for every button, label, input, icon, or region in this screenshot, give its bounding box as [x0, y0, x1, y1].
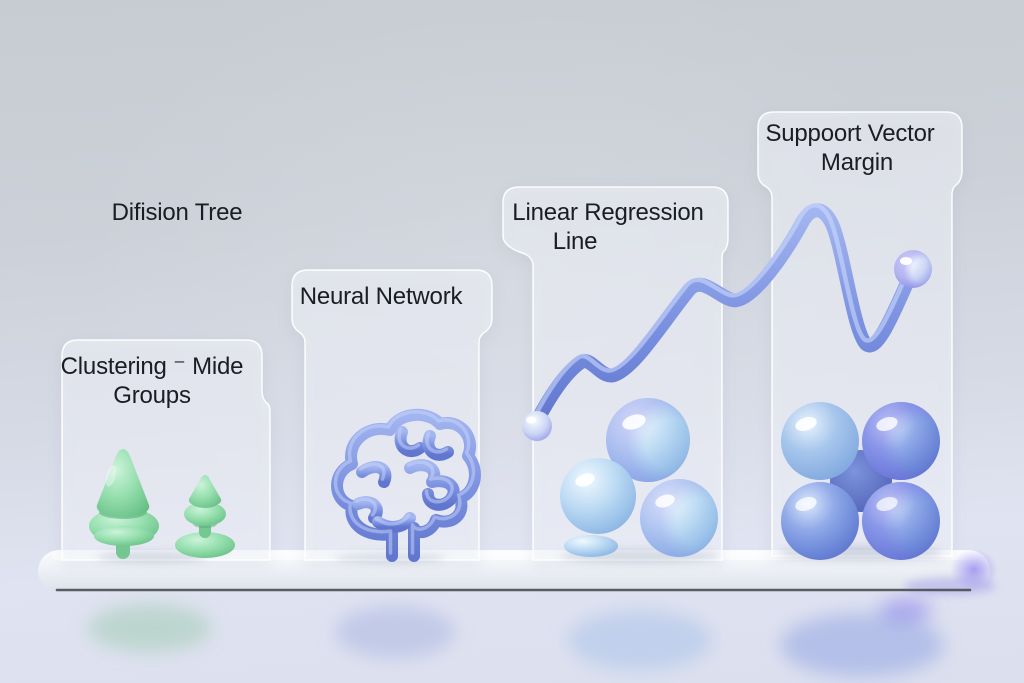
label-support-vector: Suppoort Vector Margin	[730, 119, 970, 177]
label-linear-regression-line2: Line	[552, 228, 598, 255]
label-clustering: Clustering ⁻ Mide Groups	[32, 352, 272, 410]
scatter-spheres-light	[560, 398, 718, 557]
label-clustering-line1: Clustering ⁻ Mide	[60, 353, 244, 380]
line-start-point	[522, 411, 552, 441]
label-neural-network-text: Neural Network	[299, 283, 463, 310]
label-support-vector-line2: Margin	[820, 149, 894, 176]
platform-slab	[38, 550, 990, 592]
label-linear-regression: Linear Regression Line	[488, 198, 728, 256]
label-neural-network: Neural Network	[261, 282, 501, 311]
sphere-cluster-icon	[781, 402, 940, 560]
label-difision-tree: Difision Tree	[57, 198, 297, 227]
pine-trees-icon	[89, 449, 235, 559]
floor-reflections	[88, 598, 944, 677]
label-difision-tree-text: Difision Tree	[111, 199, 243, 226]
label-support-vector-line1: Suppoort Vector	[765, 120, 935, 147]
label-linear-regression-line1: Linear Regression	[512, 199, 704, 226]
platform	[38, 549, 998, 595]
platform-top-sheen	[52, 551, 978, 560]
wavy-line-icon	[522, 205, 932, 441]
label-clustering-line2: Groups	[113, 382, 191, 409]
platform-purple-glow	[950, 549, 998, 591]
